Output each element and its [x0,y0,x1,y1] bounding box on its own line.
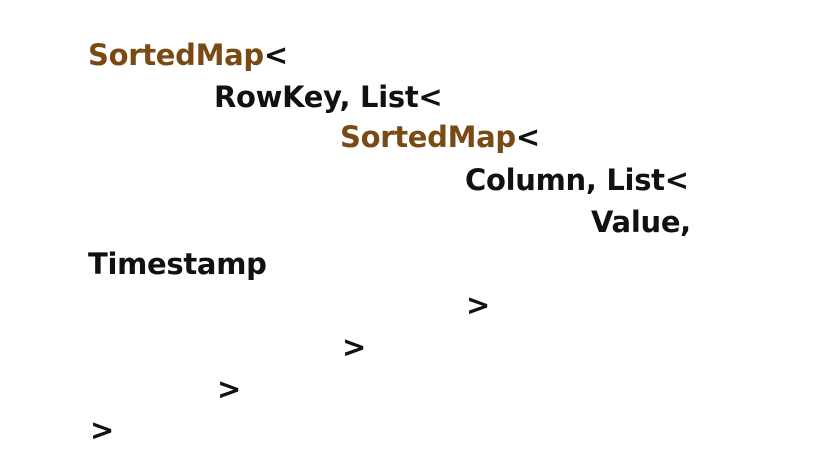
code-line-sortedmap-outer: SortedMap< [88,38,288,72]
close-angle-bracket-sortedmap-outer: > [90,413,114,447]
code-line-column-list: Column, List< [465,163,689,197]
keyword-sortedmap: SortedMap [340,120,516,154]
close-angle-bracket-sortedmap-inner: > [342,330,366,364]
code-line-rowkey-list: RowKey, List< [214,80,443,114]
code-line-value: Value, [591,205,691,239]
code-line-sortedmap-inner: SortedMap< [340,120,540,154]
code-line-timestamp: Timestamp [88,247,267,281]
close-angle-bracket-list-outer: > [217,372,241,406]
open-angle-bracket: < [263,38,288,72]
keyword-sortedmap: SortedMap [88,38,264,72]
close-angle-bracket-list-inner: > [466,288,490,322]
open-angle-bracket: < [515,120,540,154]
